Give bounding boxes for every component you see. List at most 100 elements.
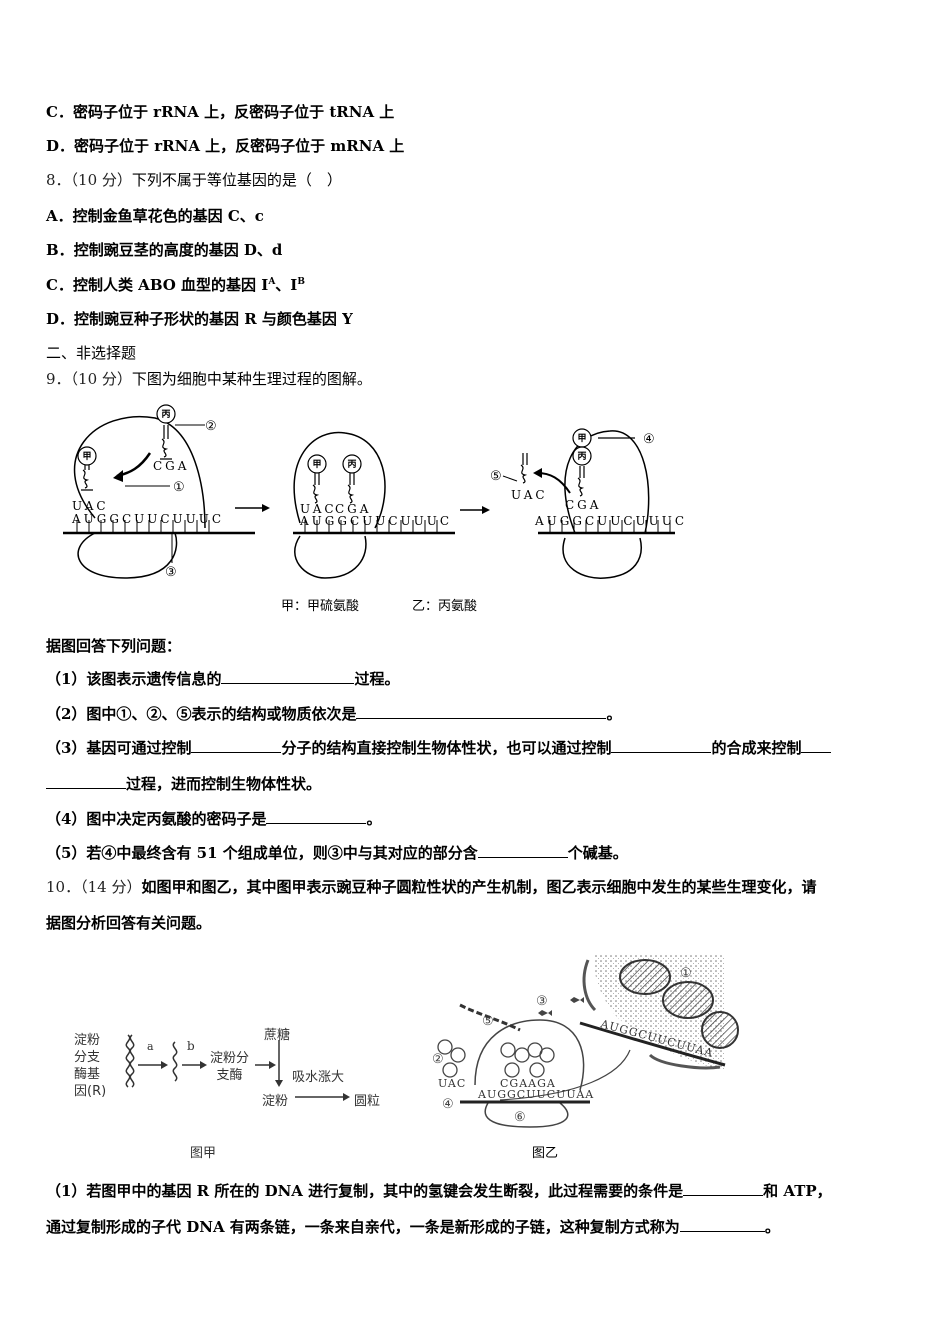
- answer-blank[interactable]: [46, 773, 126, 789]
- option-text: 、I: [275, 276, 298, 294]
- label-5: ⑤: [482, 1014, 494, 1029]
- option-text: 控制金鱼草花色的基因 C、c: [72, 207, 264, 225]
- label-4: ④: [442, 1097, 454, 1112]
- option-text: 控制人类 ABO 血型的基因 I: [72, 276, 269, 294]
- sub-text: （1）若图甲中的基因 R 所在的 DNA 进行复制，其中的氢键会发生断裂，此过程…: [46, 1182, 684, 1200]
- option-letter: C．: [46, 276, 73, 294]
- sub-text: 过程。: [354, 670, 400, 688]
- figure-jia: 淀粉 分支 酶基 因(R) a b 淀粉分 支酶 蔗糖 吸水涨大 淀粉 圆粒: [60, 1020, 400, 1165]
- sub-text: 通过复制形成的子代 DNA 有两条链，一条来自亲代，一条是新形成的子链，这种复制…: [46, 1218, 680, 1236]
- question-number: 9．: [46, 370, 71, 388]
- anticodon: CGA: [153, 459, 189, 473]
- enzyme-label-line: 支酶: [216, 1068, 243, 1083]
- mrna-sequence: AUGGCUUCUUUC: [71, 512, 224, 526]
- mrna-sequence: AUGGCUUCUUUC: [534, 514, 687, 528]
- ribosome-small-subunit: [77, 532, 178, 579]
- q9-sub2: （2）图中①、②、⑤表示的结构或物质依次是。: [46, 703, 621, 724]
- q8-stem: 8．（10 分）下列不属于等位基因的是（ ）: [46, 170, 342, 190]
- ribosome-large-subunit: [73, 416, 206, 529]
- sub-text: 和 ATP，: [763, 1182, 832, 1200]
- q7-option-d: D．密码子位于 rRNA 上，反密码子位于 mRNA 上: [46, 136, 404, 156]
- label-3: ③: [165, 565, 177, 580]
- anticodon: UAC: [300, 502, 337, 516]
- q9-sub1: （1）该图表示遗传信息的 过程。: [46, 668, 399, 689]
- translation-diagram: 甲 丙 甲 丙 甲 丙 CGA UAC AUGGCUUCUUUC UAC CGA…: [63, 404, 687, 580]
- q9-sub3: （3）基因可通过控制分子的结构直接控制生物体性状，也可以通过控制的合成来控制: [46, 737, 832, 758]
- question-stem: 下图为细胞中某种生理过程的图解。: [131, 370, 372, 388]
- anticodon: UAC: [72, 499, 109, 513]
- gene-label-line: 因(R): [74, 1084, 107, 1099]
- amino-bing: 丙: [161, 409, 170, 420]
- sub-text: （1）该图表示遗传信息的: [46, 670, 222, 688]
- amino-jia: 甲: [82, 451, 91, 462]
- answer-blank[interactable]: [801, 737, 832, 753]
- sub-text: 的合成来控制: [711, 739, 802, 757]
- enzyme-label-line: 淀粉分: [210, 1051, 250, 1066]
- sub-text: 过程，进而控制生物体性状。: [126, 775, 322, 793]
- q8-option-b: B．控制豌豆茎的高度的基因 D、d: [46, 240, 282, 260]
- mrna-sequence: AUGGCUUCUUUC: [299, 514, 452, 528]
- q8-option-d: D．控制豌豆种子形状的基因 R 与颜色基因 Y: [46, 309, 353, 329]
- sub-text: （5）若④中最终含有 51 个组成单位，则③中与其对应的部分含: [46, 844, 478, 862]
- answer-blank[interactable]: [477, 842, 568, 858]
- sub-text: 个碱基。: [567, 844, 628, 862]
- question-stem: 下列不属于等位基因的是（ ）: [131, 171, 342, 189]
- sub-text: （4）图中决定丙氨酸的密码子是: [46, 810, 267, 828]
- sub-text: 。: [764, 1218, 780, 1236]
- q10-stem-line1: 10．（14 分）如图甲和图乙，其中图甲表示豌豆种子圆粒性状的产生机制，图乙表示…: [46, 877, 816, 897]
- question-stem: 如图甲和图乙，其中图甲表示豌豆种子圆粒性状的产生机制，图乙表示细胞中发生的某些生…: [141, 878, 817, 896]
- section-title: 二、非选择题: [46, 344, 137, 362]
- gene-label-line: 分支: [74, 1050, 101, 1065]
- q8-option-a: A．控制金鱼草花色的基因 C、c: [46, 206, 264, 226]
- option-text: 密码子位于 rRNA 上，反密码子位于 mRNA 上: [74, 137, 405, 155]
- answer-blank[interactable]: [356, 703, 607, 719]
- answer-blank[interactable]: [191, 737, 282, 753]
- option-letter: B．: [46, 241, 74, 259]
- question-number: 8．: [46, 171, 71, 189]
- answer-blank[interactable]: [679, 1216, 765, 1232]
- gene-label: 淀粉 分支 酶基 因(R): [74, 1032, 106, 1100]
- label-1: ①: [173, 480, 185, 495]
- superscript: B: [297, 277, 305, 287]
- amino-bing: 丙: [347, 459, 356, 470]
- legend-jia: 甲：甲硫氨酸: [281, 599, 360, 614]
- label-4: ④: [643, 432, 655, 447]
- q10-sub1-cont: 通过复制形成的子代 DNA 有两条链，一条来自亲代，一条是新形成的子链，这种复制…: [46, 1216, 780, 1237]
- answer-blank[interactable]: [221, 668, 355, 684]
- sub-text: （2）图中①、②、⑤表示的结构或物质依次是: [46, 705, 357, 723]
- q10-sub1: （1）若图甲中的基因 R 所在的 DNA 进行复制，其中的氢键会发生断裂，此过程…: [46, 1180, 832, 1201]
- label-5: ⑤: [490, 469, 502, 484]
- figure-yi: AUGGCUUCUUAA AUGGCUUCUUAA UAC CGAAGA ① ②…: [432, 955, 739, 1128]
- option-letter: A．: [46, 207, 73, 225]
- question-score: （10 分）: [70, 171, 132, 189]
- q9-sub5: （5）若④中最终含有 51 个组成单位，则③中与其对应的部分含 个碱基。: [46, 842, 628, 863]
- sub-text: 。: [366, 810, 382, 828]
- figure-caption: 图甲: [190, 1146, 217, 1161]
- round-seed-label: 圆粒: [354, 1094, 381, 1109]
- enzyme-label: 淀粉分 支酶: [210, 1050, 249, 1084]
- option-text: 控制豌豆茎的高度的基因 D、d: [73, 241, 283, 259]
- figure-yi-caption: 图乙: [532, 1146, 559, 1161]
- answer-blank[interactable]: [683, 1180, 764, 1196]
- answer-blank[interactable]: [611, 737, 712, 753]
- q9-sub3-cont: 过程，进而控制生物体性状。: [46, 773, 321, 794]
- label-1: ①: [680, 966, 692, 981]
- step-a: a: [147, 1040, 154, 1053]
- q8-option-c: C．控制人类 ABO 血型的基因 IA、IB: [46, 275, 305, 295]
- option-letter: C．: [46, 103, 73, 121]
- mrna-sequence: AUGGCUUCUUAA: [477, 1088, 594, 1101]
- label-3: ③: [536, 994, 548, 1009]
- label-2: ②: [432, 1052, 444, 1067]
- legend-yi: 乙：丙氨酸: [412, 599, 478, 614]
- amino-jia: 甲: [312, 459, 321, 470]
- label-2: ②: [205, 419, 217, 434]
- answer-blank[interactable]: [266, 808, 367, 824]
- q9-sub4: （4）图中决定丙氨酸的密码子是 。: [46, 808, 381, 829]
- anticodon: UAC: [511, 488, 548, 502]
- option-text: 密码子位于 rRNA 上，反密码子位于 tRNA 上: [72, 103, 395, 121]
- step-b: b: [187, 1039, 195, 1053]
- q10-stem-line2: 据图分析回答有关问题。: [46, 914, 212, 932]
- option-text: 控制豌豆种子形状的基因 R 与颜色基因 Y: [74, 310, 353, 328]
- option-letter: D．: [46, 137, 75, 155]
- starch-label: 淀粉: [262, 1094, 289, 1109]
